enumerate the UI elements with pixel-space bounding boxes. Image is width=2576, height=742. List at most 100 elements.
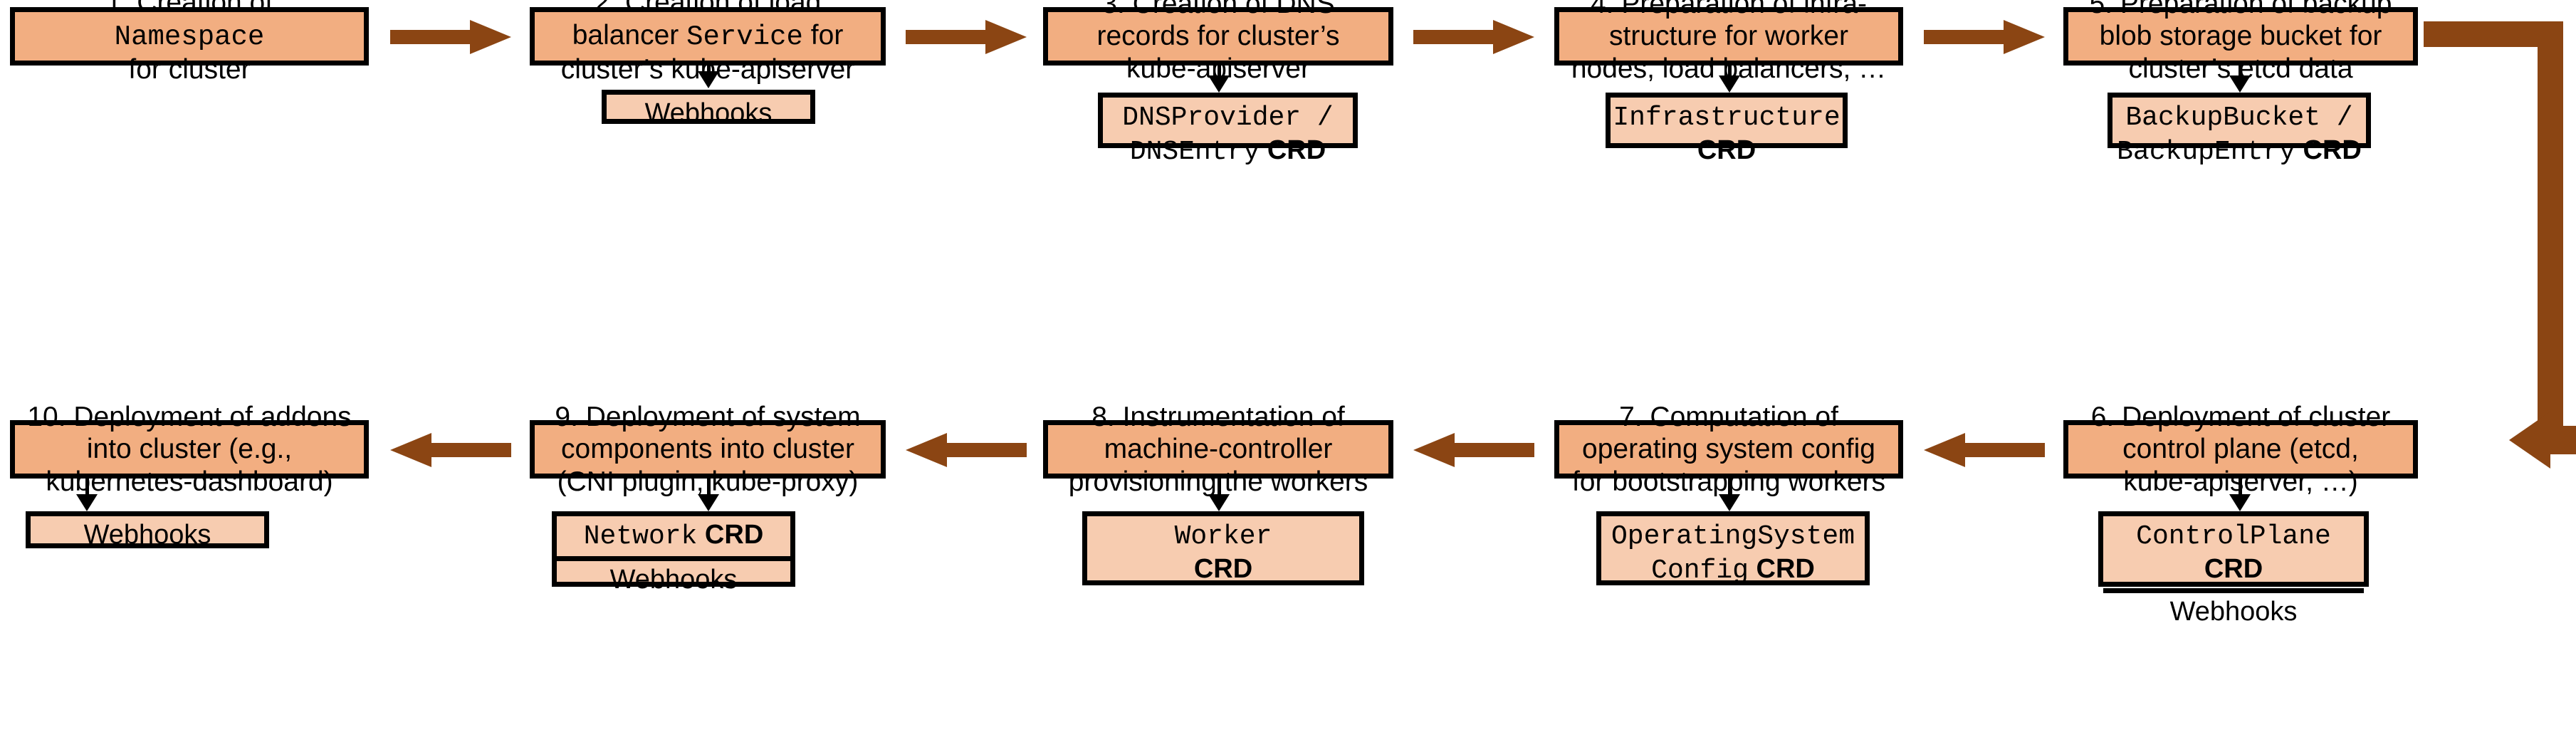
- connector-step-4-to-artifact: [1718, 66, 1741, 93]
- plain-text: operating system config: [1582, 434, 1875, 465]
- text-line: Namespace: [21, 19, 358, 54]
- artifact-cell: ControlPlane CRD: [2103, 516, 2364, 588]
- connector-step-10-to-artifact: [75, 479, 98, 511]
- step-box-4[interactable]: 4. Preparation of infra-structure for wo…: [1554, 0, 1903, 84]
- text-line: Webhooks: [610, 564, 738, 597]
- artifact-box-step-3[interactable]: DNSProvider /DNSEntry CRD: [1098, 93, 1358, 167]
- emphasis-text: CRD: [697, 520, 764, 550]
- artifact-label: BackupBucket /BackupEntry CRD: [2117, 100, 2362, 168]
- plain-text: 10. Deployment of addons: [27, 401, 352, 432]
- text-line: 10. Deployment of addons: [21, 401, 358, 434]
- plain-text: structure for worker: [1609, 21, 1848, 52]
- text-line: 3. Creation of DNS: [1054, 0, 1383, 20]
- plain-text: blob storage bucket for: [2099, 21, 2382, 52]
- artifact-box-step-9[interactable]: Network CRD Webhooks: [552, 511, 795, 595]
- text-line: Webhooks: [645, 98, 773, 130]
- code-text: Service: [686, 21, 803, 53]
- flow-arrow-4-to-5: [1924, 20, 2045, 54]
- code-text: Config: [1651, 555, 1749, 586]
- plain-text: 2. Creation of load: [594, 0, 822, 19]
- artifact-box-step-2[interactable]: Webhooks: [602, 90, 815, 128]
- text-line: 8. Instrumentation of: [1054, 401, 1383, 434]
- artifact-box-step-5[interactable]: BackupBucket /BackupEntry CRD: [2108, 93, 2371, 167]
- text-line: balancer Service for: [540, 19, 875, 54]
- connector-step-2-to-artifact: [697, 66, 720, 88]
- plain-text: machine-controller: [1104, 434, 1333, 465]
- flow-arrow-3-to-4: [1413, 20, 1534, 54]
- plain-text: into cluster (e.g.,: [86, 434, 293, 465]
- emphasis-text: CRD: [1260, 135, 1326, 165]
- plain-text: kubernetes-dashboard): [46, 466, 333, 497]
- text-line: 5. Preparation of backup: [2074, 0, 2407, 20]
- text-line: Webhooks: [2170, 596, 2298, 629]
- connector-step-8-to-artifact: [1208, 479, 1230, 511]
- emphasis-text: CRD: [2204, 553, 2263, 584]
- text-line: ControlPlane CRD: [2108, 519, 2360, 585]
- artifact-label: Webhooks: [84, 519, 211, 552]
- artifact-label: Webhooks: [645, 98, 773, 130]
- text-line: 4. Preparation of infra-: [1565, 0, 1892, 20]
- connector-step-6-to-artifact: [2229, 479, 2251, 511]
- text-line: CRD: [1175, 553, 1272, 586]
- flow-arrow-9-to-10: [390, 433, 511, 467]
- plain-text: 8. Instrumentation of: [1091, 401, 1345, 432]
- artifact-box-step-6[interactable]: ControlPlane CRD Webhooks: [2098, 511, 2369, 627]
- artifact-box-step-10[interactable]: Webhooks: [26, 511, 269, 550]
- text-line: BackupBucket /: [2117, 100, 2362, 135]
- plain-text: 9. Deployment of system: [555, 401, 861, 432]
- text-line: records for cluster’s: [1054, 20, 1383, 53]
- text-line: 9. Deployment of system: [540, 401, 875, 434]
- text-line: Webhooks: [84, 519, 211, 552]
- flow-arrow-2-to-3: [906, 20, 1027, 54]
- artifact-label: DNSProvider /DNSEntry CRD: [1122, 100, 1333, 168]
- plain-text: Webhooks: [609, 564, 738, 595]
- step-box-4-text: 4. Preparation of infra-structure for wo…: [1565, 0, 1892, 85]
- code-text: BackupEntry: [2117, 136, 2295, 167]
- artifact-cell: Webhooks: [31, 516, 264, 555]
- text-line: CRD: [1613, 135, 1840, 167]
- emphasis-text: CRD: [1193, 553, 1253, 584]
- plain-text: control plane (etcd,: [2122, 434, 2359, 465]
- text-line: 6. Deployment of cluster: [2074, 401, 2407, 434]
- text-line: operating system config: [1565, 433, 1892, 466]
- flow-arrow-1-to-2: [390, 20, 511, 54]
- text-line: DNSEntry CRD: [1122, 135, 1333, 169]
- artifact-label: Webhooks: [610, 564, 738, 597]
- plain-text: Webhooks: [83, 520, 211, 550]
- text-line: blob storage bucket for: [2074, 20, 2407, 53]
- plain-text: balancer: [572, 19, 687, 51]
- flow-arrow-8-to-9: [906, 433, 1027, 467]
- connector-step-7-to-artifact: [1718, 479, 1741, 511]
- text-line: machine-controller: [1054, 433, 1383, 466]
- connector-step-3-to-artifact: [1208, 66, 1230, 93]
- text-line: into cluster (e.g.,: [21, 433, 358, 466]
- text-line: Network CRD: [584, 519, 764, 553]
- text-line: BackupEntry CRD: [2117, 135, 2362, 169]
- text-line: Config CRD: [1611, 553, 1855, 587]
- plain-text: Webhooks: [644, 98, 773, 128]
- code-text: Network: [583, 521, 698, 552]
- plain-text: 6. Deployment of cluster: [2090, 401, 2391, 432]
- artifact-cell: Webhooks: [2103, 588, 2364, 632]
- text-line: Infrastructure: [1613, 100, 1840, 135]
- plain-text: 7. Computation of: [1619, 401, 1838, 432]
- code-text: DNSEntry: [1129, 136, 1260, 167]
